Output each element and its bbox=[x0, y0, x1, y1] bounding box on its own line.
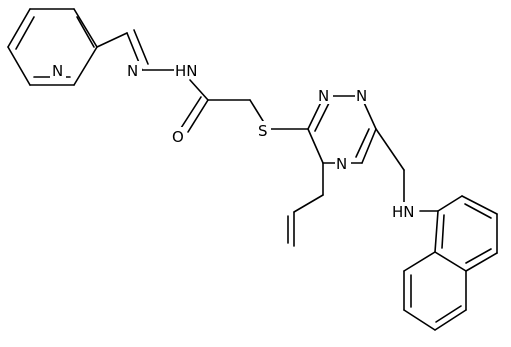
bond bbox=[403, 251, 436, 272]
bond bbox=[73, 46, 98, 86]
bond bbox=[15, 16, 35, 50]
bond bbox=[403, 309, 436, 331]
bond bbox=[180, 96, 202, 129]
aminomethyl-linker bbox=[375, 128, 439, 212]
bond bbox=[465, 252, 498, 272]
bond bbox=[73, 8, 98, 48]
hydrazone-chain bbox=[96, 29, 309, 133]
bond bbox=[187, 99, 209, 133]
bond bbox=[307, 128, 324, 164]
bond bbox=[437, 195, 463, 212]
bond bbox=[434, 251, 467, 272]
bond bbox=[435, 305, 462, 323]
bond bbox=[355, 128, 370, 158]
atom-o-carbonyl: O bbox=[172, 128, 184, 146]
atom-n-triazole-2: N bbox=[356, 87, 367, 105]
bond bbox=[375, 128, 405, 171]
allyl-group bbox=[287, 162, 324, 247]
triazole-ring bbox=[307, 95, 377, 164]
bond bbox=[189, 79, 209, 101]
bond bbox=[361, 128, 377, 164]
atom-labels: N N HN O S N N N HN bbox=[50, 61, 419, 221]
atom-nh-hydrazide: HN bbox=[175, 62, 198, 80]
atom-n-pyridine: N bbox=[52, 62, 63, 80]
bond bbox=[314, 102, 330, 132]
naphthalene-system bbox=[403, 195, 498, 331]
bond bbox=[464, 203, 492, 219]
bond bbox=[133, 29, 149, 65]
bond bbox=[441, 214, 445, 249]
atom-nh-amine: HN bbox=[392, 203, 415, 221]
bond bbox=[434, 210, 439, 253]
atom-n-hydrazone: N bbox=[127, 62, 138, 80]
bond bbox=[465, 248, 492, 264]
bond bbox=[7, 46, 31, 86]
bond bbox=[76, 16, 95, 48]
bond bbox=[96, 32, 128, 48]
atom-n-triazole-1: N bbox=[318, 87, 329, 105]
bond bbox=[461, 195, 498, 215]
atom-s-thioether: S bbox=[258, 122, 268, 140]
bond bbox=[434, 309, 467, 331]
bond bbox=[7, 8, 31, 48]
atom-n-triazole-4: N bbox=[336, 155, 347, 173]
bond bbox=[293, 194, 324, 213]
